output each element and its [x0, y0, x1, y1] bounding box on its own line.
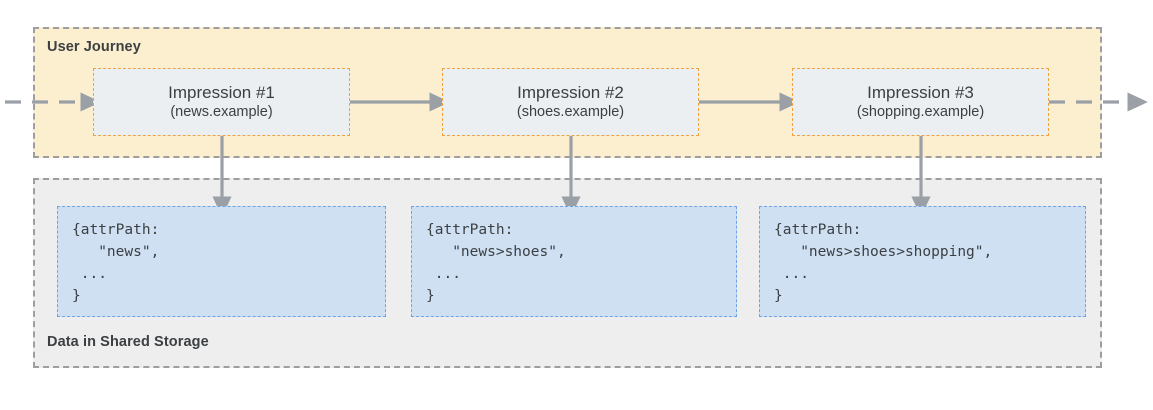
impression-node-2-title: Impression #2 — [517, 82, 624, 102]
storage-payload-2: {attrPath: "news>shoes", ... } — [411, 206, 737, 317]
impression-node-2-origin: (shoes.example) — [516, 103, 625, 120]
impression-node-3-origin: (shopping.example) — [856, 103, 985, 120]
impression-node-1[interactable]: Impression #1 (news.example) — [93, 68, 350, 136]
impression-node-3[interactable]: Impression #3 (shopping.example) — [792, 68, 1049, 136]
storage-payload-3-code: {attrPath: "news>shoes>shopping", ... } — [774, 222, 993, 305]
user-journey-label: User Journey — [47, 39, 141, 55]
impression-node-2[interactable]: Impression #2 (shoes.example) — [442, 68, 699, 136]
storage-payload-2-code: {attrPath: "news>shoes", ... } — [426, 222, 566, 305]
shared-storage-label: Data in Shared Storage — [47, 334, 209, 350]
impression-node-1-title: Impression #1 — [168, 82, 275, 102]
storage-payload-3: {attrPath: "news>shoes>shopping", ... } — [759, 206, 1086, 317]
storage-payload-1-code: {attrPath: "news", ... } — [72, 222, 160, 305]
impression-node-1-origin: (news.example) — [170, 103, 273, 120]
storage-payload-1: {attrPath: "news", ... } — [57, 206, 386, 317]
impression-node-3-title: Impression #3 — [867, 82, 974, 102]
